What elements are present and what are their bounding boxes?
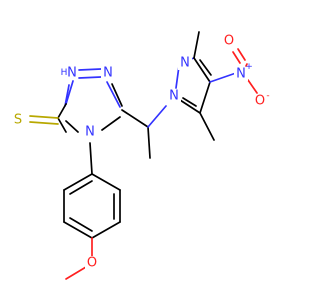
bond-n-o-top [232, 51, 241, 64]
pyrazole-n1-label: N [169, 89, 179, 104]
bond-n1-c5 [65, 80, 74, 105]
triazole-ring [57, 68, 123, 133]
bond-c-s [29, 115, 59, 119]
triazole-h-label: H [61, 68, 68, 78]
bond-n1-n2-double [78, 68, 102, 71]
bond-n2-c3 [106, 81, 121, 108]
methoxy-o-label: O [87, 256, 97, 271]
pyrazole-n2-label: N [180, 56, 190, 71]
triazole-n2-label: N [103, 66, 113, 81]
molecule-canvas: N H N N S N N N + O O - O [13, 31, 270, 280]
structure-diagram: N H N N S N N N + O O - O [13, 31, 270, 280]
nitro-o-charge: - [266, 91, 269, 101]
nitro-n-label: N [236, 67, 246, 82]
bond-c-nitro [209, 72, 237, 83]
bond-n-o-bottom [247, 79, 258, 94]
nitro-o-right-label: O [255, 94, 265, 109]
bond-ch-ch3 [147, 126, 151, 159]
nitro-n-charge: + [245, 62, 253, 72]
nitro-o-left-label: O [224, 34, 234, 49]
triazole-nh-label: N [67, 66, 77, 81]
bond-methyl-top [193, 31, 200, 59]
bond-c3-n4 [101, 116, 121, 131]
triazole-n4-label: N [85, 125, 95, 140]
bond-o-ch3 [65, 266, 87, 280]
bond-n1-n2 [78, 76, 102, 79]
bond-n4-phenyl [89, 142, 93, 175]
bond-c5-n4 [65, 120, 79, 133]
phenyl-ring [63, 173, 121, 239]
thione-s-label: S [14, 113, 22, 128]
bond-c-s-double [29, 121, 59, 125]
bond-c3-ch [121, 109, 149, 128]
bond-ch-pyrazole [147, 105, 167, 128]
bond-methyl-bottom [199, 112, 215, 141]
